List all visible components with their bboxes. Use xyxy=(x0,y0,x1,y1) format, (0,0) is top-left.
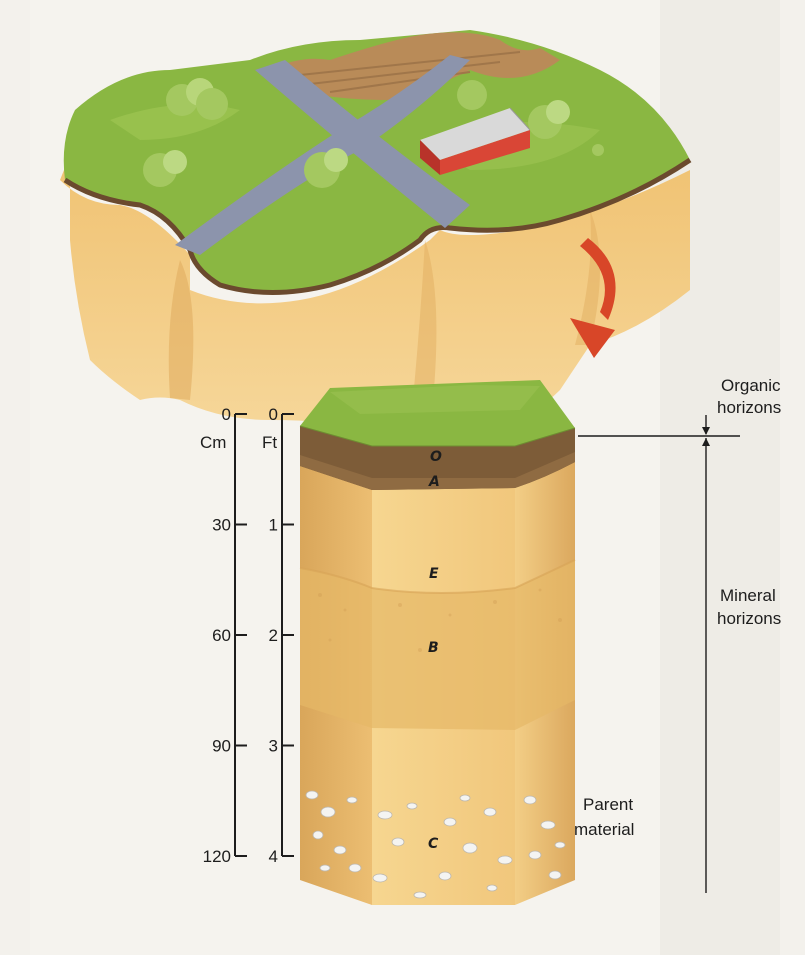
ft-tick-label-1: 1 xyxy=(269,516,278,535)
ft-tick-label-0: 0 xyxy=(269,405,278,424)
cm-tick-label-60: 60 xyxy=(212,626,231,645)
horizon-e-label: E xyxy=(429,566,439,582)
horizon-o-label: O xyxy=(430,449,442,465)
horizon-c-label: C xyxy=(428,836,439,852)
organic-horizons-label-line1: Organic xyxy=(721,376,781,395)
ft-tick-label-4: 4 xyxy=(269,847,278,866)
cm-tick-label-120: 120 xyxy=(203,847,231,866)
ft-tick-label-3: 3 xyxy=(269,737,278,756)
ft-unit-label: Ft xyxy=(262,433,277,452)
parent-material-label-line2: material xyxy=(574,820,634,839)
mineral-horizons-label-line1: Mineral xyxy=(720,586,776,605)
cm-tick-label-0: 0 xyxy=(222,405,231,424)
organic-horizons-label-line2: horizons xyxy=(717,398,781,417)
horizon-a-label: A xyxy=(428,474,440,490)
cm-tick-label-90: 90 xyxy=(212,737,231,756)
ft-tick-label-2: 2 xyxy=(269,626,278,645)
cm-tick-label-30: 30 xyxy=(212,516,231,535)
cm-unit-label: Cm xyxy=(200,433,226,452)
parent-material-label-line1: Parent xyxy=(583,795,633,814)
mineral-horizons-label-line2: horizons xyxy=(717,609,781,628)
horizon-b-label: B xyxy=(428,640,439,656)
